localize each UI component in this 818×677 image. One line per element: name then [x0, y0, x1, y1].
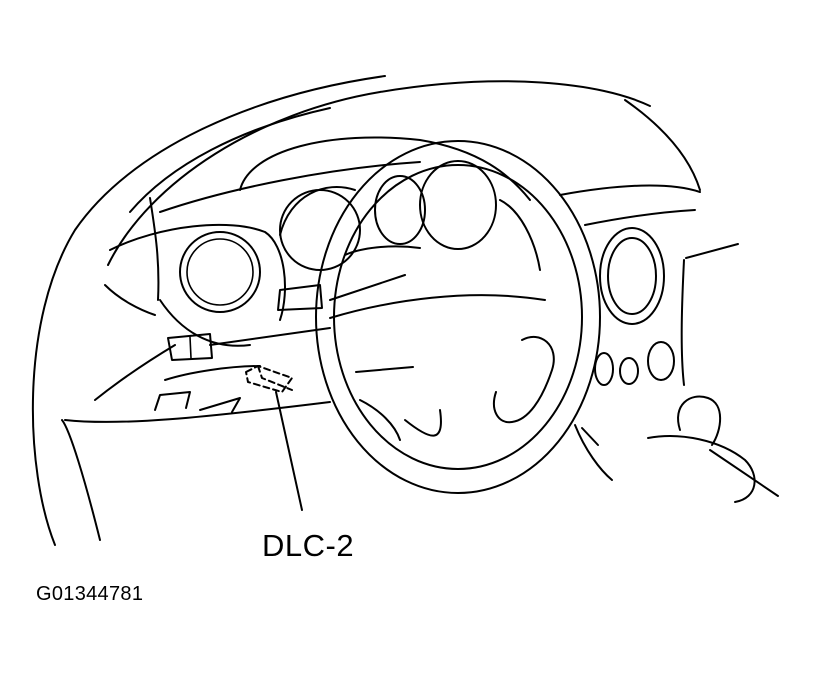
- steering-wheel-icon: [315, 140, 601, 494]
- gear-shifter: [574, 395, 779, 503]
- right-vents: [594, 227, 685, 386]
- dlc2-connector-icon: [245, 365, 303, 511]
- dlc2-callout-label: DLC-2: [262, 528, 355, 563]
- center-gauge-cluster: [239, 136, 541, 271]
- figure-id: G01344781: [36, 583, 144, 605]
- left-gauge-cluster: [94, 223, 286, 413]
- windshield-frame: [31, 75, 739, 546]
- lower-dashboard: [64, 284, 331, 423]
